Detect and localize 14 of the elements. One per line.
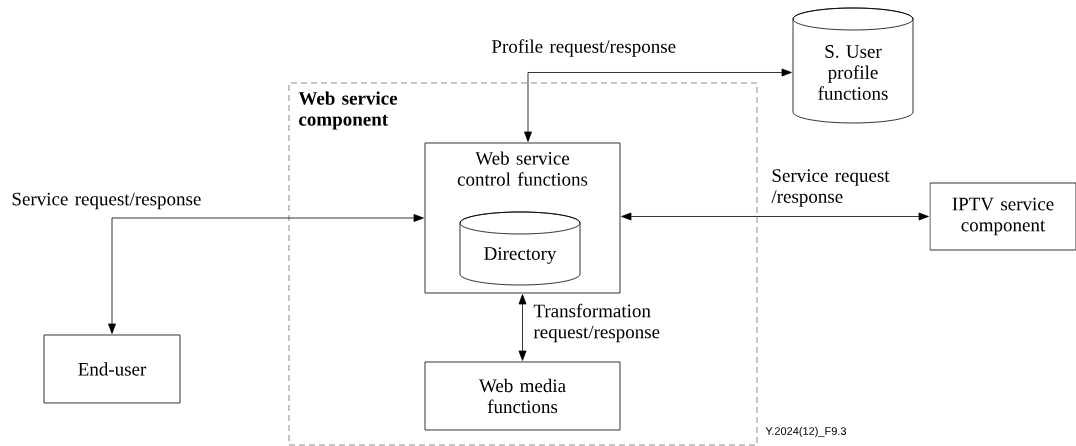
process-box: Web media functions	[424, 361, 621, 431]
process-box: IPTV service component	[929, 182, 1076, 251]
edge-label: Transformation request/response	[533, 303, 660, 343]
edge-label: Service request/response	[12, 192, 201, 210]
database-cylinder: Directory	[459, 211, 581, 286]
edge-label: Service request /response	[771, 169, 890, 207]
arrow	[524, 68, 792, 142]
arrow	[518, 294, 527, 361]
edge-label: Profile request/response	[491, 39, 676, 57]
arrow	[621, 212, 929, 221]
figure-number: Y.2024(12)_F9.3	[765, 426, 847, 438]
arrow	[108, 214, 424, 334]
database-cylinder: S. User profile functions	[792, 7, 914, 124]
process-box: End-user	[43, 334, 181, 404]
